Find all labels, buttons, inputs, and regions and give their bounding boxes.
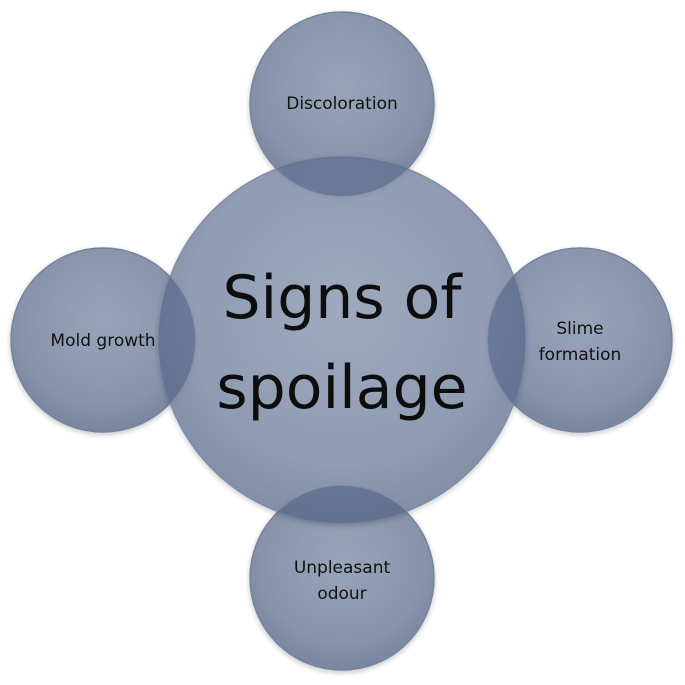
right-label-line2: formation <box>539 345 622 365</box>
left-label: Mold growth <box>50 331 155 351</box>
bottom-label-line2: odour <box>317 584 366 604</box>
right-label-line1: Slime <box>556 319 603 339</box>
center-title-line1: Signs of <box>222 263 463 333</box>
top-label: Discoloration <box>286 94 398 114</box>
center-circle <box>158 156 526 524</box>
center-title-line2: spoilage <box>216 353 467 423</box>
bottom-label-line1: Unpleasant <box>294 558 391 578</box>
